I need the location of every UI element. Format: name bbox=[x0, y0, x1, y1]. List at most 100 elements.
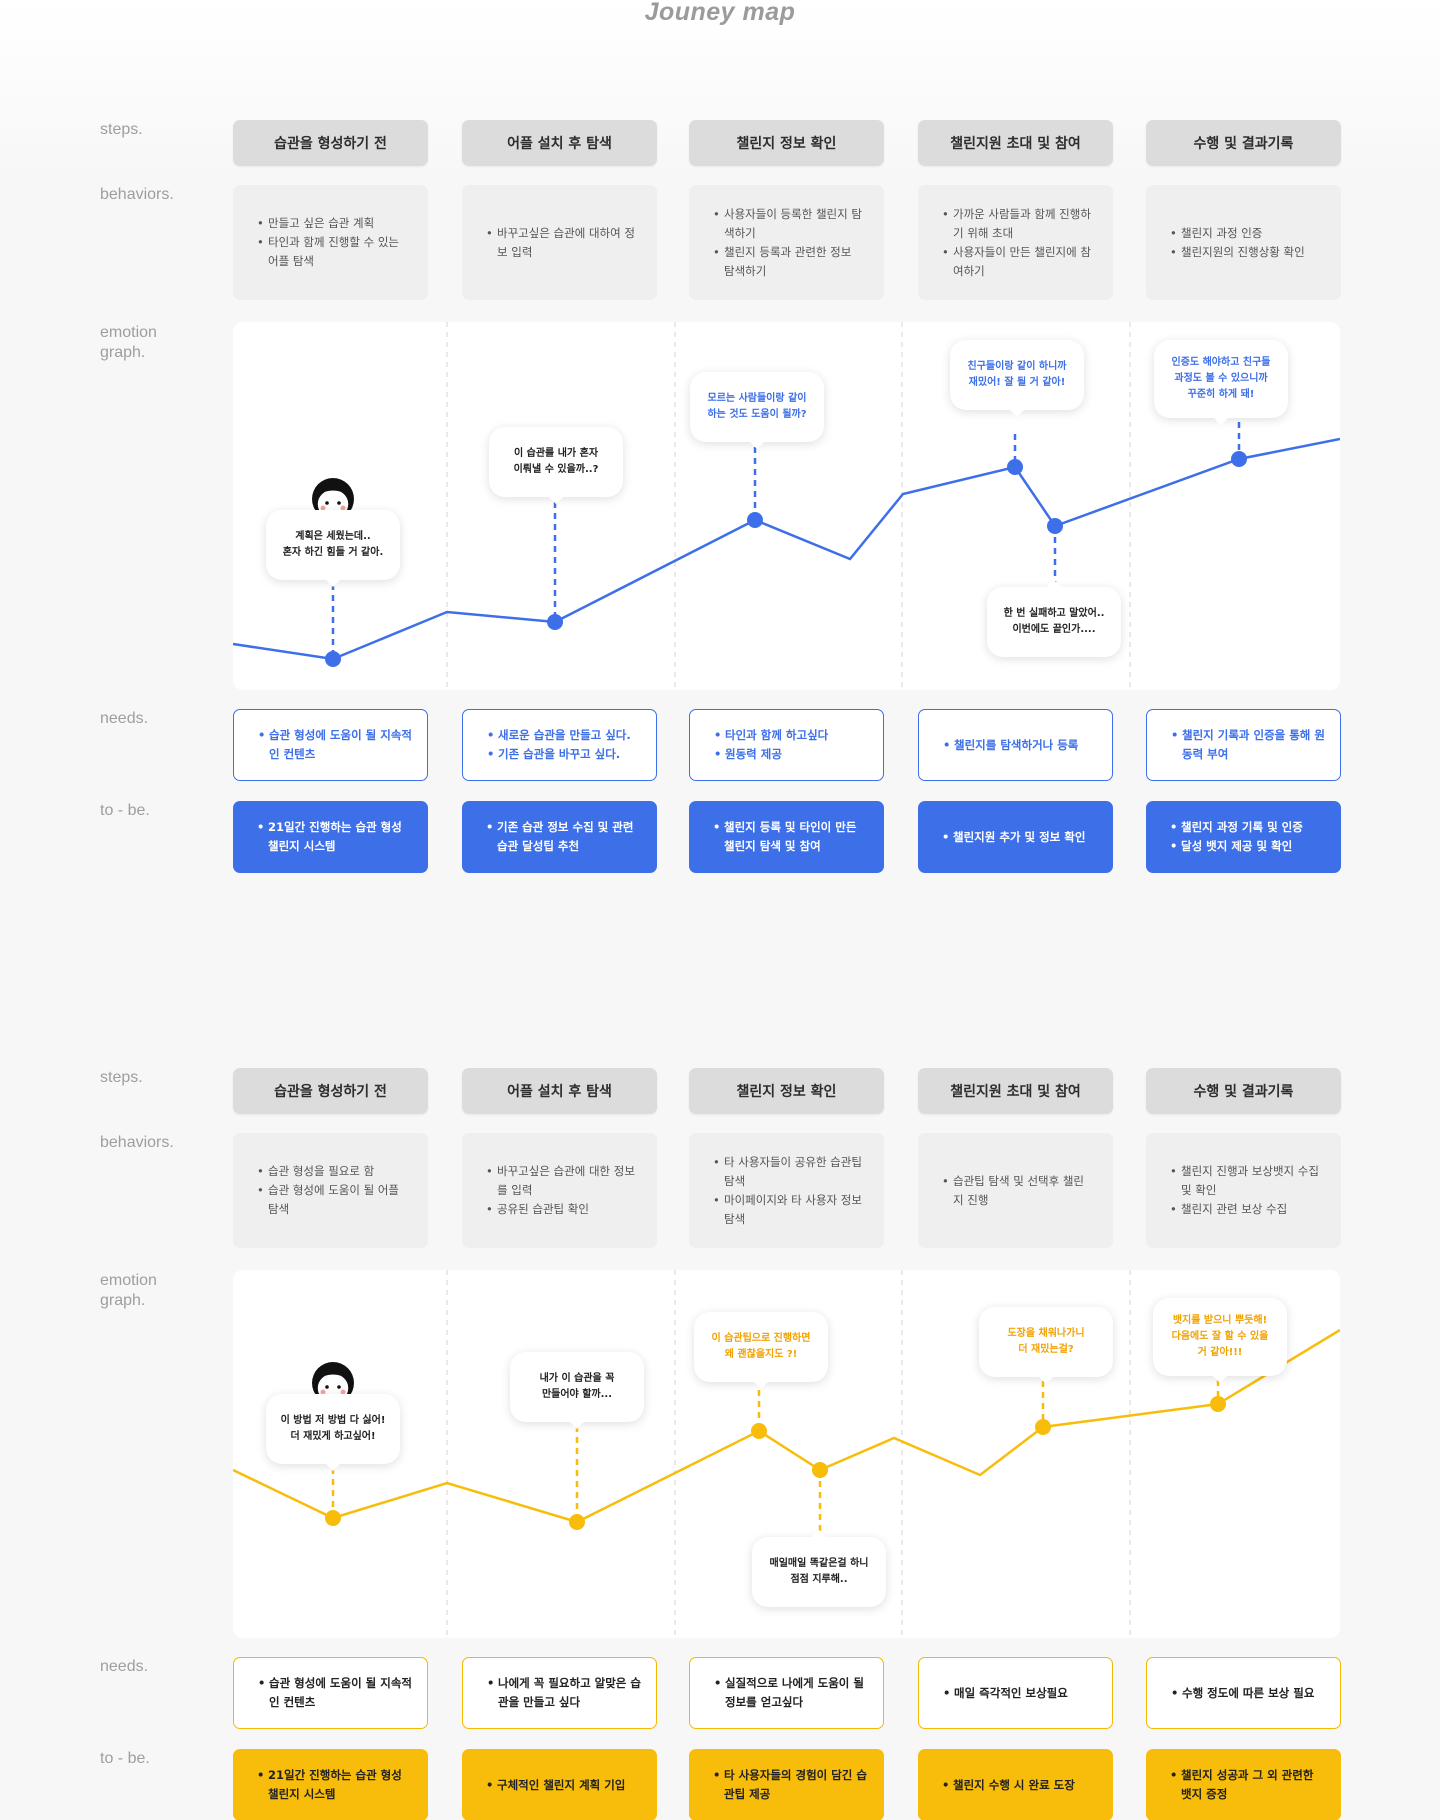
list-item: 챌린지 기록과 인증을 통해 원동력 부여 bbox=[1171, 726, 1326, 764]
list-item: 마이페이지와 타 사용자 정보 탐색 bbox=[713, 1191, 862, 1229]
needs-card: 습관 형성에 도움이 될 지속적인 컨텐츠 bbox=[233, 709, 428, 781]
list-item: 챌린지 등록 및 타인이 만든 챌린지 탐색 및 참여 bbox=[713, 818, 870, 856]
needs-card: 챌린지를 탐색하거나 등록 bbox=[918, 709, 1113, 781]
emotion-point bbox=[1047, 518, 1063, 534]
list-item: 매일 즉각적인 보상필요 bbox=[943, 1684, 1068, 1703]
list-item: 달성 뱃지 제공 및 확인 bbox=[1170, 837, 1303, 856]
step-card: 챌린지 정보 확인 bbox=[689, 1068, 884, 1114]
list-item: 습관 형성에 도움이 될 어플 탐색 bbox=[257, 1181, 406, 1219]
step-card: 수행 및 결과기록 bbox=[1146, 1068, 1341, 1114]
behavior-card: 습관 형성을 필요로 함습관 형성에 도움이 될 어플 탐색 bbox=[233, 1133, 428, 1248]
list-item: 타인과 함께 하고싶다 bbox=[714, 726, 828, 745]
needs-card: 수행 정도에 따른 보상 필요 bbox=[1146, 1657, 1341, 1729]
list-item: 새로운 습관을 만들고 싶다. bbox=[487, 726, 631, 745]
emotion-point bbox=[569, 1514, 585, 1530]
row-label-tobe: to - be. bbox=[100, 802, 150, 819]
journey-section-2: steps.behaviors.emotion graph.needs.to -… bbox=[0, 948, 1440, 1820]
step-card: 어플 설치 후 탐색 bbox=[462, 120, 657, 166]
row-label-emotion: emotion graph. bbox=[100, 1272, 157, 1309]
behavior-card: 바꾸고싶은 습관에 대하여 정보 입력 bbox=[462, 185, 657, 300]
emotion-graph-svg bbox=[233, 1270, 1340, 1638]
behavior-card: 챌린지 과정 인증챌린지원의 진행상황 확인 bbox=[1146, 185, 1341, 300]
emotion-point bbox=[747, 512, 763, 528]
emotion-bubble: 친구들이랑 같이 하니까 재밌어! 잘 될 거 같아! bbox=[950, 340, 1084, 417]
behavior-card: 가까운 사람들과 함께 진행하기 위해 초대사용자들이 만든 챌린지에 참여하기 bbox=[918, 185, 1113, 300]
step-card: 어플 설치 후 탐색 bbox=[462, 1068, 657, 1114]
emotion-point bbox=[751, 1423, 767, 1439]
needs-card: 타인과 함께 하고싶다원동력 제공 bbox=[689, 709, 884, 781]
list-item: 실질적으로 나에게 도움이 될 정보를 얻고싶다 bbox=[714, 1674, 869, 1712]
needs-card: 습관 형성에 도움이 될 지속적인 컨텐츠 bbox=[233, 1657, 428, 1729]
list-item: 구체적인 챌린지 계획 기입 bbox=[486, 1776, 625, 1795]
list-item: 챌린지 성공과 그 외 관련한 뱃지 증정 bbox=[1170, 1766, 1327, 1804]
list-item: 챌린지 관련 보상 수집 bbox=[1170, 1200, 1319, 1219]
tobe-card: 챌린지원 추가 및 정보 확인 bbox=[918, 801, 1113, 873]
behavior-card: 타 사용자들이 공유한 습관팁 탐색마이페이지와 타 사용자 정보 탐색 bbox=[689, 1133, 884, 1248]
emotion-bubble: 이 습관를 내가 혼자 이뤄낼 수 있을까..? bbox=[489, 427, 623, 504]
behavior-card: 바꾸고싶은 습관에 대한 정보를 입력공유된 습관팁 확인 bbox=[462, 1133, 657, 1248]
list-item: 타 사용자들의 경험이 담긴 습관팁 제공 bbox=[713, 1766, 870, 1804]
emotion-bubble: 도장을 채워나가니 더 재밌는걸? bbox=[979, 1307, 1113, 1384]
list-item: 습관 형성을 필요로 함 bbox=[257, 1162, 406, 1181]
row-label-needs: needs. bbox=[100, 1658, 149, 1675]
needs-card: 실질적으로 나에게 도움이 될 정보를 얻고싶다 bbox=[689, 1657, 884, 1729]
list-item: 공유된 습관팁 확인 bbox=[486, 1200, 635, 1219]
row-label-behaviors: behaviors. bbox=[100, 186, 174, 203]
tobe-card: 챌린지 과정 기록 및 인증달성 뱃지 제공 및 확인 bbox=[1146, 801, 1341, 873]
emotion-graph-svg bbox=[233, 322, 1340, 690]
row-label-behaviors: behaviors. bbox=[100, 1134, 174, 1151]
list-item: 챌린지 등록과 관련한 정보 탐색하기 bbox=[713, 243, 862, 281]
list-item: 21일간 진행하는 습관 형성 챌린지 시스템 bbox=[257, 1766, 414, 1804]
row-label-steps: steps. bbox=[100, 121, 143, 138]
tobe-card: 21일간 진행하는 습관 형성 챌린지 시스템 bbox=[233, 801, 428, 873]
behavior-card: 습관팁 탐색 및 선택후 챌린지 진행 bbox=[918, 1133, 1113, 1248]
tobe-card: 21일간 진행하는 습관 형성 챌린지 시스템 bbox=[233, 1749, 428, 1820]
list-item: 바꾸고싶은 습관에 대하여 정보 입력 bbox=[486, 224, 635, 262]
emotion-line bbox=[233, 437, 1340, 661]
list-item: 챌린지원의 진행상황 확인 bbox=[1170, 243, 1305, 262]
emotion-point bbox=[1231, 451, 1247, 467]
emotion-point bbox=[547, 614, 563, 630]
emotion-point bbox=[812, 1462, 828, 1478]
needs-card: 새로운 습관을 만들고 싶다.기존 습관을 바꾸고 싶다. bbox=[462, 709, 657, 781]
tobe-card: 챌린지 등록 및 타인이 만든 챌린지 탐색 및 참여 bbox=[689, 801, 884, 873]
list-item: 수행 정도에 따른 보상 필요 bbox=[1171, 1684, 1314, 1703]
emotion-point bbox=[1007, 459, 1023, 475]
list-item: 사용자들이 만든 챌린지에 참여하기 bbox=[942, 243, 1091, 281]
list-item: 가까운 사람들과 함께 진행하기 위해 초대 bbox=[942, 205, 1091, 243]
emotion-bubble: 매일매일 똑같은걸 하니 점점 지루해.. bbox=[752, 1530, 886, 1607]
emotion-bubble: 한 번 실패하고 말았어.. 이번에도 끝인가.... bbox=[987, 580, 1121, 657]
tobe-card: 챌린지 수행 시 완료 도장 bbox=[918, 1749, 1113, 1820]
tobe-card: 챌린지 성공과 그 외 관련한 뱃지 증정 bbox=[1146, 1749, 1341, 1820]
emotion-bubble: 모르는 사람들이랑 같이 하는 것도 도움이 될까? bbox=[690, 372, 824, 449]
emotion-point bbox=[1210, 1396, 1226, 1412]
emotion-bubble: 이 방법 저 방법 다 싫어! 더 재밌게 하고싶어! bbox=[266, 1394, 400, 1471]
step-card: 수행 및 결과기록 bbox=[1146, 120, 1341, 166]
list-item: 챌린지 수행 시 완료 도장 bbox=[942, 1776, 1075, 1795]
list-item: 21일간 진행하는 습관 형성 챌린지 시스템 bbox=[257, 818, 414, 856]
step-card: 챌린지원 초대 및 참여 bbox=[918, 120, 1113, 166]
list-item: 타 사용자들이 공유한 습관팁 탐색 bbox=[713, 1153, 862, 1191]
tobe-card: 구체적인 챌린지 계획 기입 bbox=[462, 1749, 657, 1820]
list-item: 만들고 싶은 습관 계획 bbox=[257, 214, 406, 233]
list-item: 사용자들이 등록한 챌린지 탐색하기 bbox=[713, 205, 862, 243]
emotion-bubble: 계획은 세웠는데.. 혼자 하긴 힘들 거 같아. bbox=[266, 510, 400, 587]
emotion-point bbox=[325, 1510, 341, 1526]
step-card: 챌린지원 초대 및 참여 bbox=[918, 1068, 1113, 1114]
list-item: 챌린지 과정 인증 bbox=[1170, 224, 1305, 243]
emotion-graph: 계획은 세웠는데.. 혼자 하긴 힘들 거 같아. 이 습관를 내가 혼자 이뤄낼… bbox=[233, 322, 1340, 690]
emotion-bubble: 인증도 해야하고 친구들 과정도 볼 수 있으니까 꾸준히 하게 돼! bbox=[1154, 340, 1288, 425]
row-label-tobe: to - be. bbox=[100, 1750, 150, 1767]
emotion-bubble: 뱃지를 받으니 뿌듯해! 다음에도 잘 할 수 있을 거 같아!!! bbox=[1153, 1298, 1287, 1383]
step-card: 챌린지 정보 확인 bbox=[689, 120, 884, 166]
list-item: 챌린지를 탐색하거나 등록 bbox=[943, 736, 1078, 755]
page-title: Jouney map bbox=[644, 0, 796, 26]
emotion-point bbox=[1035, 1419, 1051, 1435]
needs-card: 나에게 꼭 필요하고 알맞은 습관을 만들고 싶다 bbox=[462, 1657, 657, 1729]
emotion-graph: 이 방법 저 방법 다 싫어! 더 재밌게 하고싶어!내가 이 습관을 꼭 만들… bbox=[233, 1270, 1340, 1638]
emotion-bubble: 이 습관팁으로 진행하면 왜 괜찮을지도 ?! bbox=[694, 1312, 828, 1389]
behavior-card: 만들고 싶은 습관 계획타인과 함께 진행할 수 있는 어플 탐색 bbox=[233, 185, 428, 300]
list-item: 습관팁 탐색 및 선택후 챌린지 진행 bbox=[942, 1172, 1091, 1210]
list-item: 챌린지 진행과 보상뱃지 수집 및 확인 bbox=[1170, 1162, 1319, 1200]
